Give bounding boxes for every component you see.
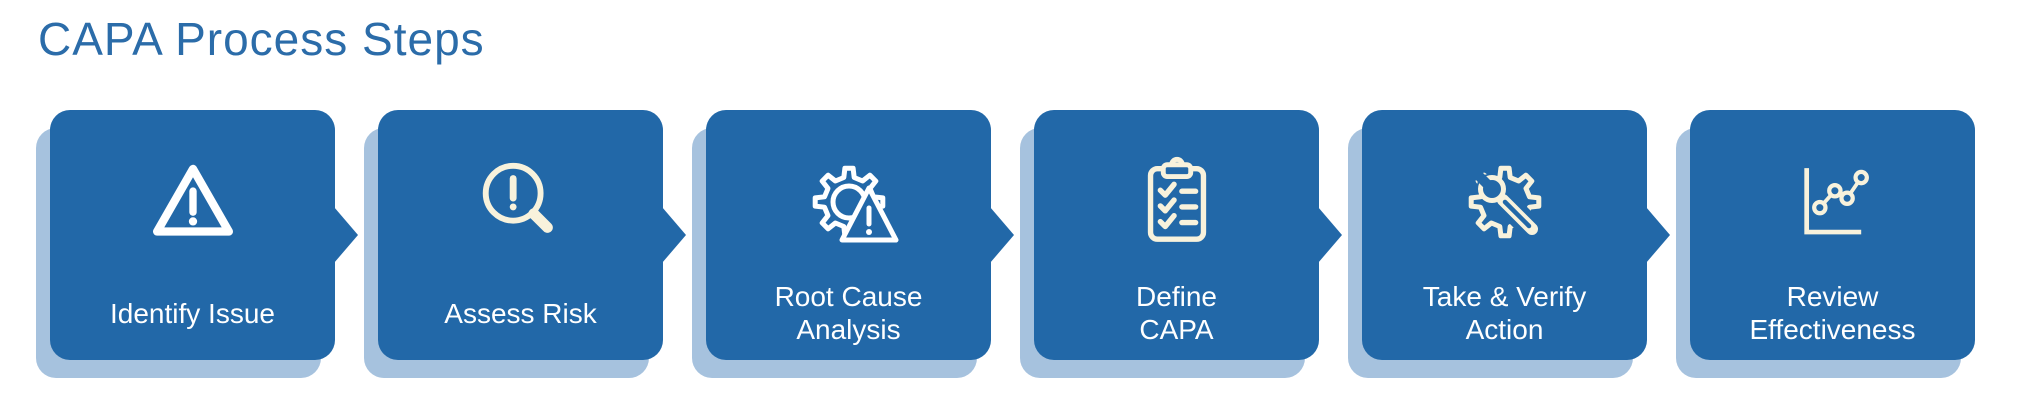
- step-label: Define CAPA: [1136, 280, 1217, 345]
- step-label: Take & Verify Action: [1422, 280, 1587, 345]
- magnifier-alert-icon: [472, 110, 570, 282]
- arrow-right-icon: [990, 207, 1014, 263]
- clipboard-checklist-icon: [1128, 110, 1226, 280]
- trend-chart-icon: [1786, 110, 1880, 280]
- step-label: Assess Risk: [444, 298, 597, 330]
- arrow-right-icon: [1646, 207, 1670, 263]
- step-label: Root Cause Analysis: [774, 280, 923, 345]
- step-root-cause-analysis: Root Cause Analysis: [706, 110, 1014, 360]
- warning-triangle-icon: [144, 110, 242, 282]
- gear-warning-icon: [799, 110, 899, 280]
- step-identify-issue: Identify Issue: [50, 110, 358, 360]
- step-assess-risk: Assess Risk: [378, 110, 686, 360]
- arrow-right-icon: [662, 207, 686, 263]
- step-define-capa: Define CAPA: [1034, 110, 1342, 360]
- step-take-verify-action: Take & Verify Action: [1362, 110, 1670, 360]
- step-review-effectiveness: Review Effectiveness: [1690, 110, 1975, 360]
- step-label: Identify Issue: [110, 298, 275, 330]
- process-steps-row: Identify Issue Assess Risk Root C: [50, 110, 1975, 360]
- step-label: Review Effectiveness: [1749, 280, 1916, 345]
- page-title: CAPA Process Steps: [38, 13, 485, 65]
- gear-wrench-icon: [1455, 110, 1555, 280]
- arrow-right-icon: [1318, 207, 1342, 263]
- arrow-right-icon: [334, 207, 358, 263]
